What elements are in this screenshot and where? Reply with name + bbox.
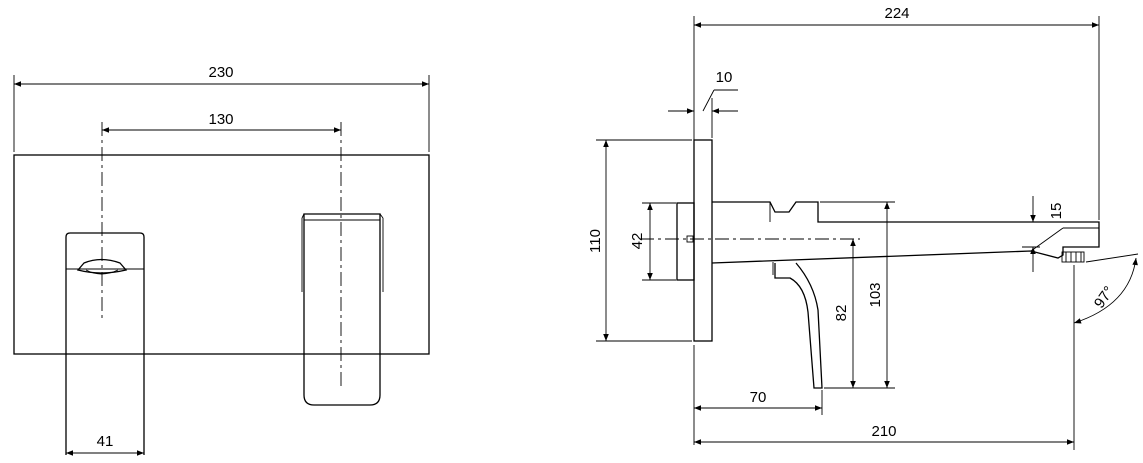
dim-224: 224 [694, 5, 1100, 220]
dim-103: 103 [820, 201, 895, 389]
dim-42: 42 [629, 202, 676, 281]
dim-70: 70 [694, 389, 823, 415]
dim-82-label: 82 [833, 305, 850, 322]
dim-130-label: 130 [208, 111, 233, 128]
front-spout [301, 213, 384, 406]
side-handle-lever [774, 262, 823, 389]
side-view: 224 10 110 42 [587, 5, 1139, 450]
dim-224-label: 224 [884, 5, 909, 22]
dim-15: 15 [1022, 196, 1065, 272]
dim-97-angle: 97° [1073, 253, 1139, 324]
side-aerator [1061, 251, 1085, 263]
dim-10: 10 [668, 69, 738, 138]
dim-15-label: 15 [1048, 203, 1065, 220]
dim-82: 82 [833, 239, 856, 388]
side-valve-body [676, 202, 695, 281]
dim-41-label: 41 [97, 433, 114, 450]
side-wall-plate [693, 139, 713, 342]
dim-210-label: 210 [871, 423, 896, 440]
side-spout [711, 201, 1100, 275]
dim-110-label: 110 [587, 229, 604, 253]
dim-230-label: 230 [208, 64, 233, 81]
dim-103-label: 103 [867, 282, 884, 307]
dim-97-label: 97° [1091, 283, 1118, 311]
dim-70-label: 70 [750, 389, 767, 406]
dim-41: 41 [66, 433, 144, 456]
dim-130: 130 [102, 111, 341, 133]
dim-210: 210 [694, 265, 1075, 450]
dim-110: 110 [587, 139, 692, 342]
dim-10-label: 10 [716, 69, 733, 86]
front-view: 230 130 41 [13, 64, 430, 456]
dim-230: 230 [13, 64, 430, 152]
dim-42-label: 42 [629, 233, 646, 250]
front-wall-plate [13, 154, 430, 355]
front-mixer-handle [65, 232, 145, 455]
